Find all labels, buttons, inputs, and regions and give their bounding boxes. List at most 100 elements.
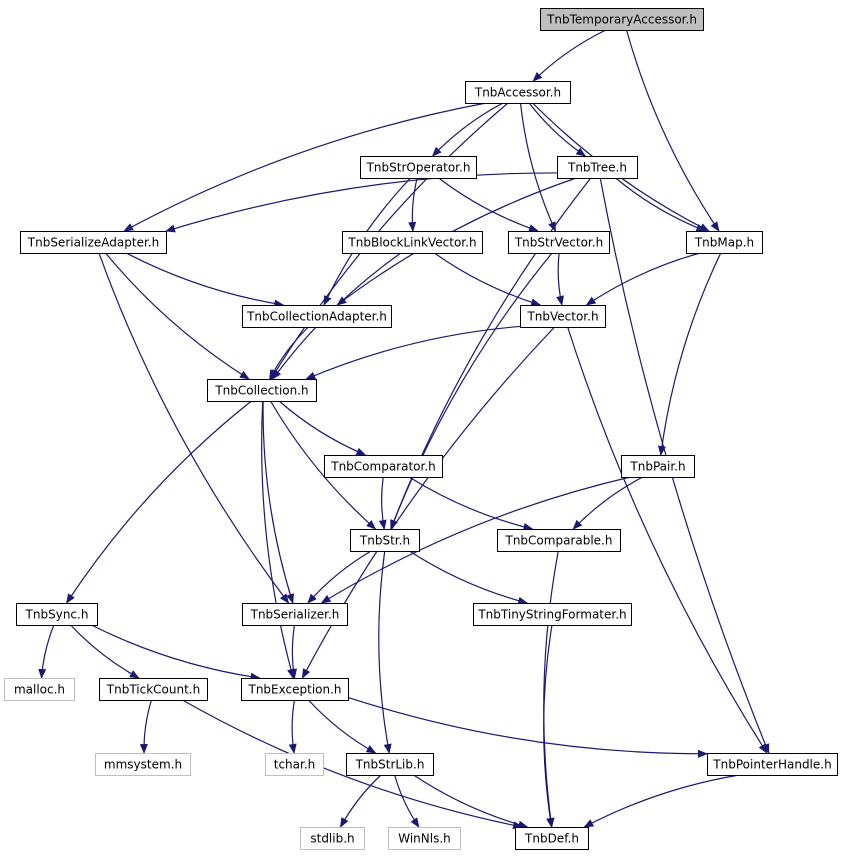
node-tnb-tree[interactable]: TnbTree.h [557, 156, 638, 179]
node-box [207, 379, 317, 402]
edge-tnb-str-lib-to-stdlib [340, 774, 382, 828]
edge-tnb-map-to-tnb-pair [657, 252, 722, 456]
node-label: TnbCollectionAdapter.h [246, 310, 387, 324]
node-box [20, 231, 167, 254]
node-malloc: malloc.h [4, 678, 75, 701]
edge-tnb-map-to-tnb-vector [585, 252, 701, 306]
edge-tnb-accessor-to-tnb-str-operator [431, 102, 504, 157]
node-tnb-accessor[interactable]: TnbAccessor.h [465, 81, 571, 104]
node-label: TnbComparator.h [330, 460, 436, 474]
edge-tnb-block-link-vector-to-tnb-vector [434, 252, 542, 307]
node-box [16, 603, 98, 626]
node-box [515, 827, 589, 850]
node-label: TnbBlockLinkVector.h [347, 236, 476, 250]
edge-tnb-str-to-tnb-serializer [307, 550, 372, 604]
edge-tnb-str-to-tnb-str-lib [378, 550, 392, 754]
edge-tnb-accessor-to-tnb-str-vector [519, 102, 557, 232]
edge-tnb-sync-to-tnb-tick-count [70, 624, 140, 679]
edge-tnb-vector-to-tnb-pointer-handle [567, 326, 768, 754]
edge-tnb-collection-to-tnb-sync [66, 400, 252, 604]
node-label: TnbDef.h [524, 832, 579, 846]
node-box [346, 753, 434, 776]
edge-tnb-serialize-adapter-to-tnb-collection-adapter [125, 252, 285, 308]
edge-tnb-temporary-accessor-to-tnb-map [625, 29, 720, 232]
node-box [350, 529, 420, 552]
edge-tnb-pointer-handle-to-tnb-def [583, 774, 740, 828]
node-tnb-comparator[interactable]: TnbComparator.h [324, 455, 443, 478]
node-label: TnbCollection.h [214, 384, 308, 398]
edge-tnb-pair-to-tnb-comparable [572, 476, 644, 530]
node-label: TnbStrVector.h [514, 236, 603, 250]
node-box [4, 678, 75, 701]
node-tnb-vector[interactable]: TnbVector.h [520, 305, 606, 328]
node-box [95, 753, 191, 776]
node-tnb-def[interactable]: TnbDef.h [515, 827, 589, 850]
node-label: TnbTickCount.h [106, 683, 200, 697]
edge-tnb-str-vector-to-tnb-vector [556, 252, 564, 306]
node-tnb-block-link-vector[interactable]: TnbBlockLinkVector.h [342, 231, 483, 254]
node-tnb-str[interactable]: TnbStr.h [350, 529, 420, 552]
edge-tnb-vector-to-tnb-collection [305, 325, 521, 380]
node-tnb-str-lib[interactable]: TnbStrLib.h [346, 753, 434, 776]
node-mmsystem: mmsystem.h [95, 753, 191, 776]
node-tnb-pair[interactable]: TnbPair.h [621, 455, 695, 478]
node-tnb-exception[interactable]: TnbException.h [241, 678, 349, 701]
node-label: TnbException.h [247, 683, 341, 697]
edge-tnb-serialize-adapter-to-tnb-collection [105, 252, 250, 380]
edge-tnb-tick-count-to-tnb-def [182, 699, 524, 830]
node-tnb-temporary-accessor[interactable]: TnbTemporaryAccessor.h [540, 8, 704, 31]
node-tnb-collection-adapter[interactable]: TnbCollectionAdapter.h [242, 305, 392, 328]
node-label: TnbAccessor.h [474, 86, 561, 100]
node-tnb-str-operator[interactable]: TnbStrOperator.h [360, 156, 477, 179]
node-box [360, 156, 477, 179]
edge-tnb-str-lib-to-tnb-def [413, 774, 529, 829]
edge-tnb-comparator-to-tnb-str [378, 476, 387, 530]
edge-tnb-tiny-string-formater-to-tnb-def [543, 624, 555, 828]
node-tnb-comparable[interactable]: TnbComparable.h [497, 529, 621, 552]
node-box [621, 455, 695, 478]
edge-tnb-exception-to-tnb-str-lib [307, 699, 377, 754]
edge-tnb-str-to-tnb-tiny-string-formater [409, 550, 529, 605]
edge-tnb-collection-adapter-to-tnb-collection [269, 326, 309, 380]
edge-tnb-collection-to-tnb-serializer [262, 400, 294, 604]
edge-tnb-temporary-accessor-to-tnb-accessor [532, 29, 607, 82]
node-tnb-tiny-string-formater[interactable]: TnbTinyStringFormater.h [473, 603, 632, 626]
edge-tnb-tick-count-to-mmsystem [139, 699, 153, 754]
node-box [242, 305, 392, 328]
node-tnb-collection[interactable]: TnbCollection.h [207, 379, 317, 402]
node-tnb-serialize-adapter[interactable]: TnbSerializeAdapter.h [20, 231, 167, 254]
node-box [686, 231, 763, 254]
node-tnb-serializer[interactable]: TnbSerializer.h [242, 603, 348, 626]
node-label: TnbTree.h [567, 161, 627, 175]
node-label: TnbComparable.h [505, 534, 613, 548]
edge-tnb-str-operator-to-tnb-block-link-vector [408, 177, 418, 232]
edge-tnb-sync-to-malloc [38, 624, 55, 679]
edge-layer [38, 29, 770, 830]
edge-tnb-str-vector-to-tnb-str [390, 252, 553, 530]
edge-tnb-comparator-to-tnb-comparable [408, 476, 534, 531]
node-box [242, 603, 348, 626]
node-tnb-tick-count[interactable]: TnbTickCount.h [99, 678, 208, 701]
edge-tnb-tree-to-tnb-map [615, 177, 707, 232]
edge-tnb-str-operator-to-tnb-str-vector [438, 177, 539, 232]
edge-tnb-exception-to-tchar [288, 699, 297, 754]
edge-tnb-str-lib-to-win-nls [394, 774, 420, 828]
edge-tnb-serializer-to-tnb-exception [289, 624, 298, 679]
edge-tnb-accessor-to-tnb-tree [528, 102, 587, 157]
node-layer: TnbTemporaryAccessor.hTnbAccessor.hTnbSt… [4, 8, 838, 850]
node-tnb-str-vector[interactable]: TnbStrVector.h [508, 231, 610, 254]
node-tnb-sync[interactable]: TnbSync.h [16, 603, 98, 626]
edge-tnb-accessor-to-tnb-serialize-adapter [123, 102, 487, 232]
node-tchar: tchar.h [265, 753, 324, 776]
node-label: tchar.h [274, 758, 316, 772]
node-label: TnbPair.h [629, 460, 685, 474]
node-tnb-map[interactable]: TnbMap.h [686, 231, 763, 254]
node-box [497, 529, 621, 552]
node-win-nls: WinNls.h [388, 827, 461, 850]
edge-tnb-collection-to-tnb-comparator [278, 400, 367, 456]
node-label: stdlib.h [310, 832, 354, 846]
node-label: TnbStrLib.h [355, 758, 425, 772]
edge-tnb-collection-to-tnb-exception [261, 400, 295, 679]
node-tnb-pointer-handle[interactable]: TnbPointerHandle.h [707, 753, 838, 776]
node-box [465, 81, 571, 104]
